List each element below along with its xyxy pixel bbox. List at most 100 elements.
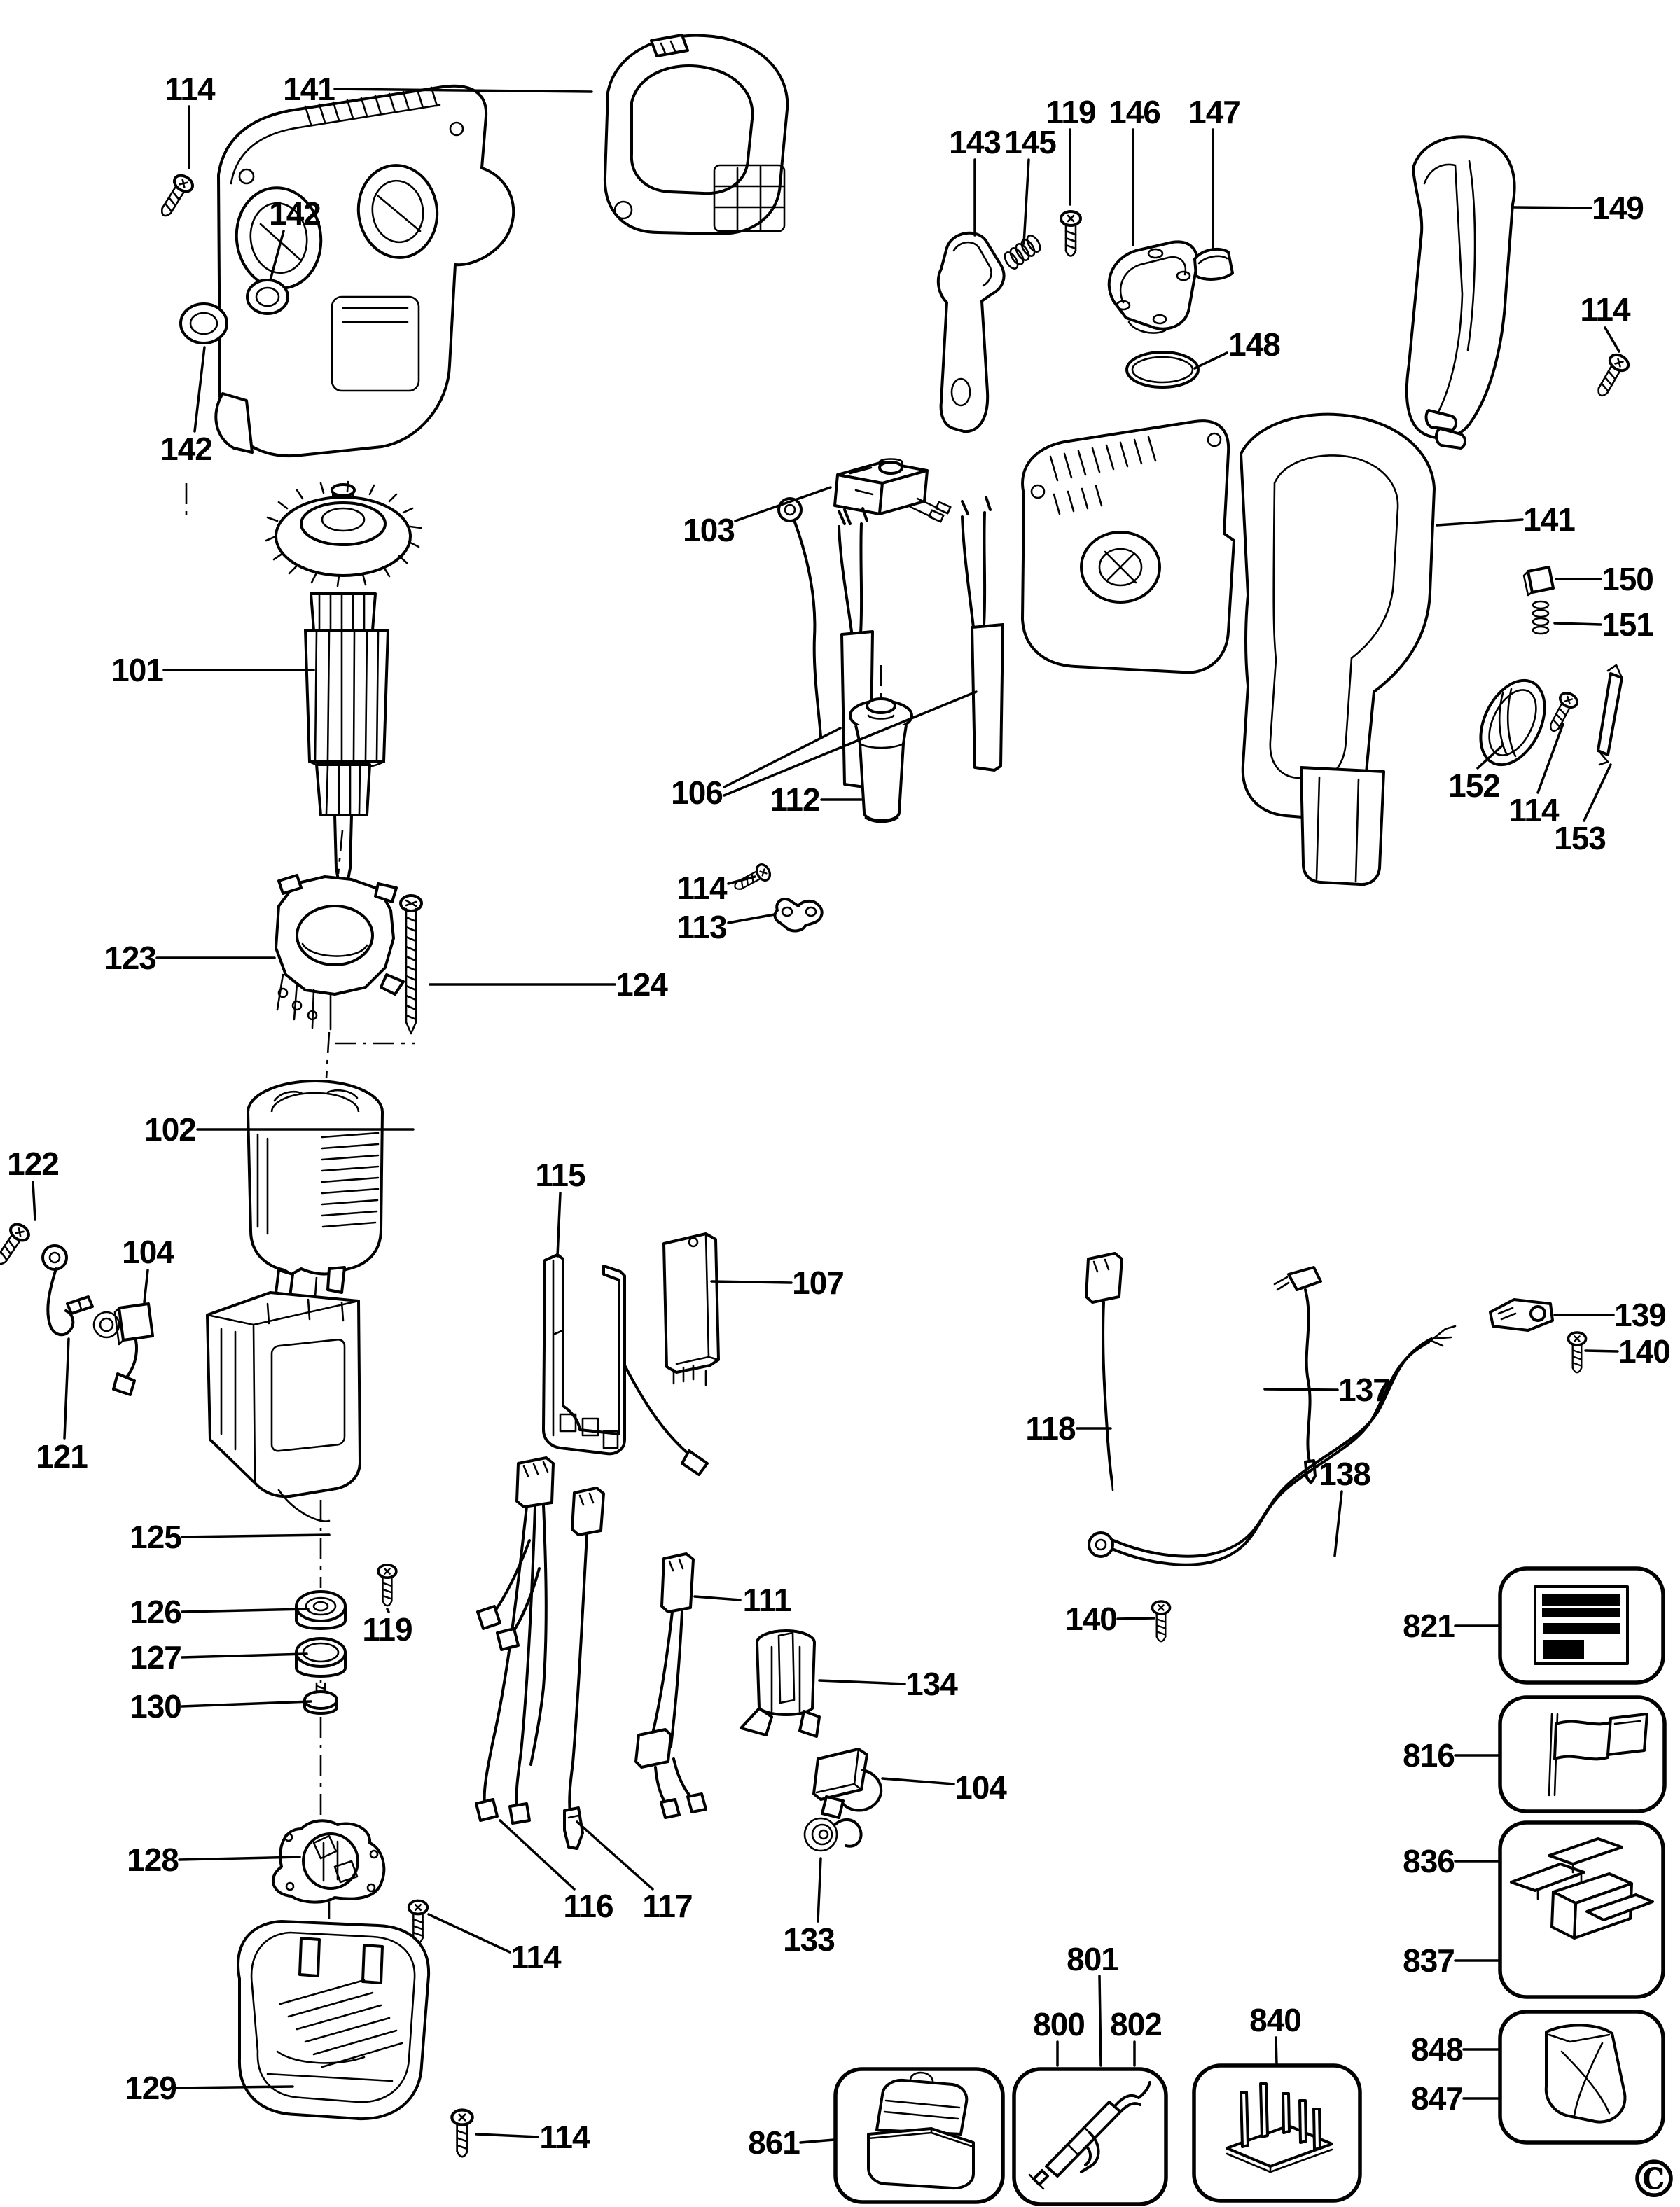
leader-line-130 bbox=[181, 1700, 312, 1708]
leader-line-142 bbox=[269, 230, 285, 281]
leader-line-122 bbox=[32, 1181, 36, 1221]
side-handle-149-drawing bbox=[1405, 135, 1516, 450]
leader-line-113 bbox=[727, 913, 776, 924]
part-number-label-114: 114 bbox=[676, 870, 728, 906]
strip-153-drawing bbox=[1597, 664, 1623, 766]
part-number-label-124: 124 bbox=[616, 966, 668, 1003]
screw-114-endcap bbox=[452, 2110, 472, 2157]
terminal-clip-139-drawing bbox=[1489, 1298, 1554, 1332]
motor-housing-cover-drawing bbox=[603, 34, 789, 235]
part-number-label-106: 106 bbox=[671, 774, 723, 811]
housing-vents bbox=[304, 86, 438, 126]
part-number-label-102: 102 bbox=[144, 1111, 196, 1148]
part-number-label-125: 125 bbox=[130, 1519, 181, 1555]
part-number-label-140: 140 bbox=[1618, 1333, 1670, 1370]
accessory-box-821 bbox=[1498, 1566, 1665, 1685]
brush-holder-134-drawing bbox=[740, 1629, 821, 1738]
screw-119-bearing bbox=[377, 1563, 398, 1608]
part-number-label-137: 137 bbox=[1338, 1372, 1390, 1408]
leader-line-114 bbox=[1536, 723, 1564, 794]
leader-line-114 bbox=[475, 2133, 539, 2138]
part-number-label-151: 151 bbox=[1602, 606, 1653, 643]
part-number-label-140: 140 bbox=[1065, 1601, 1117, 1637]
part-number-label-801: 801 bbox=[1067, 1941, 1118, 1977]
accessory-box-836-837 bbox=[1498, 1820, 1665, 1999]
housing-vents bbox=[1049, 436, 1157, 515]
part-number-label-113: 113 bbox=[676, 909, 726, 945]
part-number-label-128: 128 bbox=[127, 1842, 179, 1878]
accessory-box-840 bbox=[1192, 2063, 1362, 2203]
leader-line-117 bbox=[576, 1820, 654, 1891]
part-number-label-115: 115 bbox=[535, 1157, 585, 1193]
leader-line-127 bbox=[181, 1652, 308, 1659]
brush-holder-plate-128-drawing bbox=[272, 1819, 386, 1904]
part-number-label-848: 848 bbox=[1411, 2031, 1463, 2068]
trigger-143-drawing bbox=[936, 231, 1006, 433]
carbon-brush-104-upper-drawing bbox=[92, 1302, 154, 1396]
leader-line-134 bbox=[818, 1679, 906, 1685]
part-number-label-114: 114 bbox=[511, 1939, 562, 1975]
leader-line-114 bbox=[727, 875, 756, 885]
part-number-label-142: 142 bbox=[269, 195, 321, 232]
seal-ring-127-drawing bbox=[295, 1637, 347, 1678]
part-number-label-122: 122 bbox=[7, 1146, 59, 1182]
thermal-lead-118-drawing bbox=[1085, 1252, 1123, 1491]
screw-140-right bbox=[1567, 1331, 1588, 1374]
spring-151-drawing bbox=[1532, 600, 1550, 635]
clip-147-drawing bbox=[1193, 247, 1234, 281]
part-number-label-112: 112 bbox=[770, 781, 819, 818]
long-screw-124-drawing bbox=[399, 894, 423, 1035]
carbon-brush-104-lower-drawing bbox=[812, 1748, 883, 1819]
cord-protector-112-drawing bbox=[849, 697, 913, 823]
leader-line-129 bbox=[176, 2085, 294, 2089]
cover-plate-146-drawing bbox=[1107, 240, 1199, 334]
part-number-label-127: 127 bbox=[130, 1639, 181, 1676]
leader-line-104 bbox=[143, 1269, 149, 1304]
part-number-label-146: 146 bbox=[1109, 94, 1160, 130]
part-number-label-141: 141 bbox=[1523, 501, 1575, 538]
part-number-label-104: 104 bbox=[122, 1234, 174, 1270]
part-number-label-802: 802 bbox=[1110, 2006, 1162, 2042]
part-number-label-861: 861 bbox=[748, 2124, 800, 2161]
part-number-label-141: 141 bbox=[283, 71, 335, 107]
assembly-centerlines bbox=[185, 483, 882, 1919]
copyright-symbol: © bbox=[1628, 2150, 1680, 2207]
ball-bearing-126-drawing bbox=[295, 1590, 347, 1630]
brush-bracket-115-drawing bbox=[542, 1253, 709, 1476]
part-number-label-126: 126 bbox=[130, 1594, 181, 1630]
spring-145-drawing bbox=[1004, 235, 1041, 270]
part-number-label-104: 104 bbox=[954, 1769, 1007, 1806]
leader-line-126 bbox=[181, 1608, 310, 1613]
part-number-label-114: 114 bbox=[1508, 792, 1560, 828]
screw-122 bbox=[0, 1219, 34, 1271]
motor-housing-left-drawing bbox=[214, 84, 515, 458]
leader-line-115 bbox=[556, 1192, 562, 1258]
part-number-label-142: 142 bbox=[160, 431, 212, 467]
wire-lead-117-drawing bbox=[563, 1487, 605, 1850]
field-lead-137-drawing bbox=[1273, 1266, 1322, 1484]
accessory-box-800-801-802 bbox=[1012, 2067, 1168, 2206]
leader-line-140 bbox=[1116, 1617, 1155, 1620]
part-number-label-114: 114 bbox=[165, 71, 216, 107]
part-number-label-114: 114 bbox=[539, 2119, 590, 2155]
leader-line-801 bbox=[1098, 1975, 1102, 2067]
part-number-label-133: 133 bbox=[783, 1921, 835, 1958]
part-number-label-800: 800 bbox=[1033, 2006, 1085, 2042]
leader-line-128 bbox=[178, 1856, 301, 1861]
switch-103-drawing bbox=[833, 458, 952, 523]
bearing-142-drawing bbox=[179, 302, 228, 344]
leader-line-145 bbox=[1022, 158, 1030, 245]
part-number-label-107: 107 bbox=[792, 1265, 844, 1301]
accessory-box-848-847 bbox=[1498, 2010, 1665, 2145]
leader-line-152 bbox=[1476, 744, 1504, 770]
wire-harness-116-drawing bbox=[475, 1456, 555, 1825]
part-number-label-111: 111 bbox=[743, 1582, 791, 1618]
leader-line-106 bbox=[723, 690, 978, 797]
leader-line-125 bbox=[181, 1533, 331, 1538]
brush-spring-133-drawing bbox=[803, 1817, 863, 1852]
part-number-label-840: 840 bbox=[1249, 2002, 1301, 2038]
lead-wire-121-drawing bbox=[41, 1244, 94, 1337]
cord-clamp-113-drawing bbox=[773, 897, 824, 933]
leader-line-153 bbox=[1583, 763, 1612, 822]
